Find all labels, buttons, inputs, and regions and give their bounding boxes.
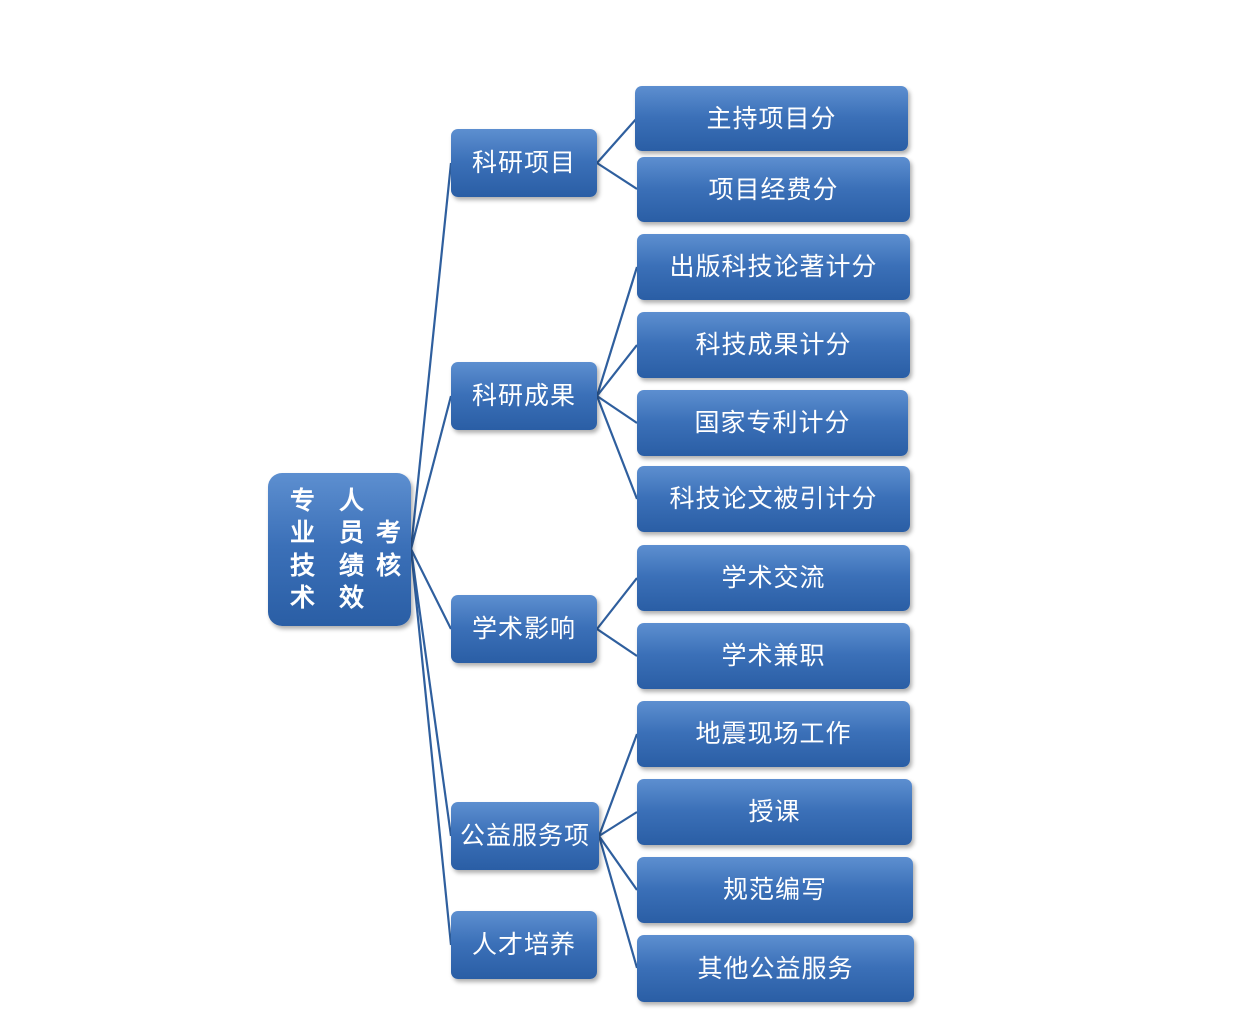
category-node-research-results: 科研成果	[451, 362, 597, 430]
item-node-academic-exchange: 学术交流	[637, 545, 910, 611]
connector-category-to-item	[598, 835, 638, 891]
category-node-academic-influence: 学术影响	[451, 595, 597, 663]
item-node-citations: 科技论文被引计分	[637, 466, 910, 532]
category-node-research-projects: 科研项目	[451, 129, 597, 197]
root-line-1: 专业技术	[289, 485, 315, 613]
connector-category-to-item	[596, 577, 638, 630]
item-node-publications: 出版科技论著计分	[637, 234, 910, 300]
root-line-3: 考核	[375, 518, 401, 580]
connector-category-to-item	[597, 835, 639, 969]
connector-root-to-category	[409, 548, 453, 946]
connector-category-to-item	[595, 395, 639, 500]
connector-root-to-category	[409, 548, 453, 837]
root-node: 专业技术 人员绩效 考核	[268, 473, 411, 626]
item-node-patents: 国家专利计分	[637, 390, 908, 456]
item-node-sci-results: 科技成果计分	[637, 312, 910, 378]
connector-root-to-category	[409, 162, 453, 550]
item-node-project-funding: 项目经费分	[637, 157, 910, 222]
connector-category-to-item	[596, 628, 638, 657]
connector-category-to-item	[596, 395, 638, 424]
connector-root-to-category	[409, 395, 453, 550]
connector-category-to-item	[596, 117, 638, 164]
item-node-other-public-service: 其他公益服务	[637, 935, 914, 1002]
connector-category-to-item	[597, 733, 639, 837]
item-node-teaching: 授课	[637, 779, 912, 845]
connector-category-to-item	[598, 811, 638, 837]
item-node-standard-writing: 规范编写	[637, 857, 913, 923]
connector-category-to-item	[596, 344, 638, 397]
connector-category-to-item	[596, 162, 638, 190]
item-node-host-project: 主持项目分	[635, 86, 908, 151]
root-line-2: 人员绩效	[338, 485, 364, 613]
item-node-earthquake-field-work: 地震现场工作	[637, 701, 910, 767]
category-node-talent-training: 人才培养	[451, 911, 597, 979]
item-node-academic-position: 学术兼职	[637, 623, 910, 689]
connector-category-to-item	[595, 266, 639, 397]
category-node-public-service: 公益服务项	[451, 802, 599, 870]
connector-root-to-category	[410, 548, 452, 630]
